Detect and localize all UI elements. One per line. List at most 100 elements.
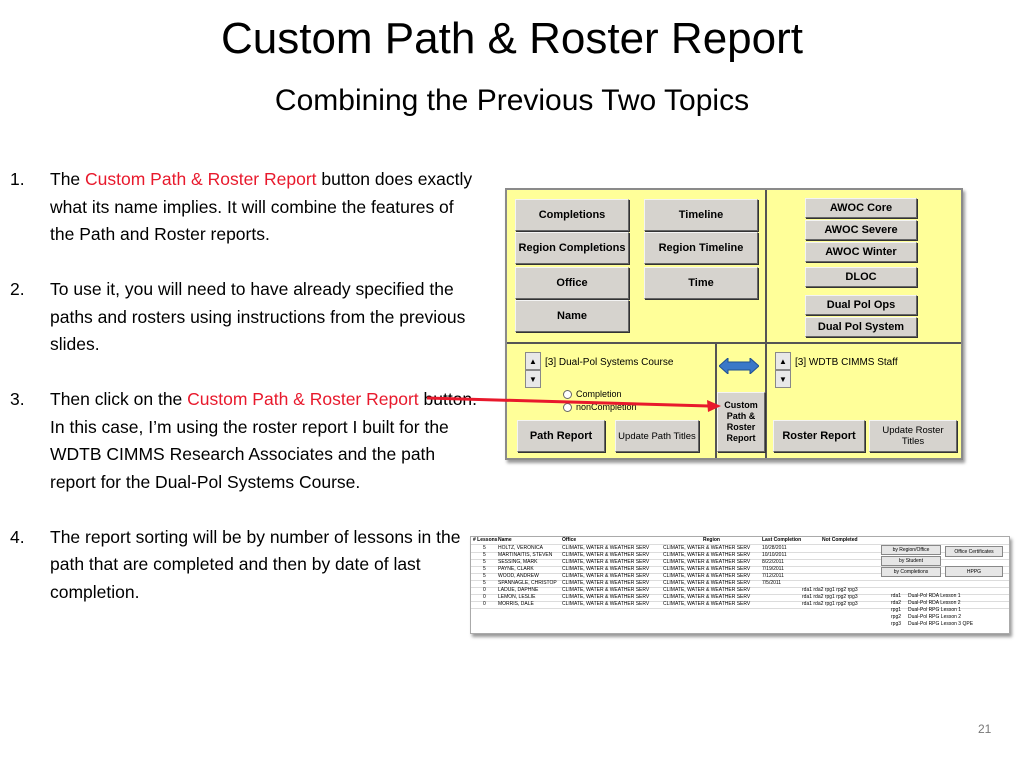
divider <box>765 342 767 458</box>
by-region-office-button[interactable]: by Region/Office <box>881 545 941 555</box>
instruction-list: 1. The Custom Path & Roster Report butto… <box>10 166 480 634</box>
table-cell: 10/10/2011 <box>762 552 787 558</box>
table-cell: 8/22/2011 <box>762 559 784 565</box>
table-cell: CLIMATE, WATER & WEATHER SERV <box>663 552 751 558</box>
table-cell: CLIMATE, WATER & WEATHER SERV <box>562 573 650 579</box>
table-cell: SPANNAGLE, CHRISTOP <box>498 580 557 586</box>
table-cell: CLIMATE, WATER & WEATHER SERV <box>663 566 751 572</box>
awoc-core-button[interactable]: AWOC Core <box>805 198 917 218</box>
column-header: Not Completed <box>822 537 858 543</box>
dloc-button[interactable]: DLOC <box>805 267 917 287</box>
spin-down-icon[interactable]: ▼ <box>525 370 541 388</box>
office-certificates-button[interactable]: Office Certificates <box>945 546 1003 557</box>
lesson-title: Dual-Pol RDA Lesson 1 <box>908 593 961 599</box>
table-cell: CLIMATE, WATER & WEATHER SERV <box>663 580 751 586</box>
custom-path-roster-report-button[interactable]: Custom Path & Roster Report <box>717 392 765 452</box>
list-item: 3. Then click on the Custom Path & Roste… <box>10 386 480 496</box>
radio-label: nonCompletion <box>576 402 637 412</box>
lesson-title: Dual-Pol RPG Lesson 3 QPE <box>908 621 974 627</box>
table-cell: HOLTZ, VERONICA <box>498 545 543 551</box>
table-cell: 7/12/2011 <box>762 573 784 579</box>
column-header: Office <box>562 537 577 543</box>
by-student-button[interactable]: by Student <box>881 556 941 566</box>
name-button[interactable]: Name <box>515 300 629 332</box>
lesson-title: Dual-Pol RDA Lesson 2 <box>908 600 961 606</box>
update-roster-titles-button[interactable]: Update Roster Titles <box>869 420 957 452</box>
office-button[interactable]: Office <box>515 267 629 299</box>
lesson-code: rda1 <box>891 593 902 599</box>
divider <box>765 190 767 342</box>
roster-select-label: [3] WDTB CIMMS Staff <box>795 357 898 368</box>
by-completions-button[interactable]: by Completions <box>881 567 941 577</box>
update-path-titles-button[interactable]: Update Path Titles <box>615 420 699 452</box>
table-cell: CLIMATE, WATER & WEATHER SERV <box>663 587 751 593</box>
completion-radio[interactable]: Completion <box>563 389 622 399</box>
completions-button[interactable]: Completions <box>515 199 629 231</box>
awoc-winter-button[interactable]: AWOC Winter <box>805 242 917 262</box>
table-cell: MARTINAITIS, STEVEN <box>498 552 553 558</box>
table-cell: CLIMATE, WATER & WEATHER SERV <box>562 594 650 600</box>
table-cell: 5 <box>483 559 486 565</box>
column-header: Name <box>498 537 512 543</box>
dual-pol-ops-button[interactable]: Dual Pol Ops <box>805 295 917 315</box>
divider <box>715 342 717 458</box>
table-cell: CLIMATE, WATER & WEATHER SERV <box>663 559 751 565</box>
highlight-text: Custom Path & Roster Report <box>187 389 419 409</box>
slide-subtitle: Combining the Previous Two Topics <box>274 84 750 117</box>
item-text: The report sorting will be by number of … <box>50 526 461 602</box>
roster-report-button[interactable]: Roster Report <box>773 420 865 452</box>
awoc-severe-button[interactable]: AWOC Severe <box>805 220 917 240</box>
table-cell: CLIMATE, WATER & WEATHER SERV <box>663 573 751 579</box>
item-number: 1. <box>10 169 25 189</box>
divider <box>507 342 961 344</box>
table-cell: CLIMATE, WATER & WEATHER SERV <box>562 601 650 607</box>
table-cell: 7/19/2011 <box>762 566 784 572</box>
lesson-title: Dual-Pol RPG Lesson 1 <box>908 607 962 613</box>
table-cell: CLIMATE, WATER & WEATHER SERV <box>562 552 650 558</box>
table-cell: rda1 rda2 rpg1 rpg2 rpg3 <box>802 601 858 607</box>
table-cell: 5 <box>483 552 486 558</box>
table-cell: 5 <box>483 566 486 572</box>
table-cell: rda1 rda2 rpg1 rpg2 rpg3 <box>802 594 858 600</box>
lesson-title: Dual-Pol RPG Lesson 2 <box>908 614 962 620</box>
table-row: 0 LEMON, LESLIE CLIMATE, WATER & WEATHER S… <box>471 594 1009 602</box>
highlight-text: Custom Path & Roster Report <box>85 169 317 189</box>
spin-down-icon[interactable]: ▼ <box>775 370 791 388</box>
lesson-code: rda2 <box>891 600 902 606</box>
table-cell: CLIMATE, WATER & WEATHER SERV <box>663 601 751 607</box>
list-item: 4. The report sorting will be by number … <box>10 524 480 607</box>
lesson-code: rpg2 <box>891 614 902 620</box>
report-panel-screenshot: Completions Region Completions Office Na… <box>505 188 963 460</box>
table-cell: 0 <box>483 601 486 607</box>
region-completions-button[interactable]: Region Completions <box>515 232 629 264</box>
path-report-button[interactable]: Path Report <box>517 420 605 452</box>
spin-up-icon[interactable]: ▲ <box>525 352 541 370</box>
time-button[interactable]: Time <box>644 267 758 299</box>
table-row: 5 SPANNAGLE, CHRISTOP CLIMATE, WATER & WEA… <box>471 580 1009 588</box>
column-header: Last Completion <box>762 537 802 543</box>
table-cell: WOOD, ANDREW <box>498 573 539 579</box>
lesson-code: rpg1 <box>891 607 902 613</box>
table-cell: MORRIS, DALE <box>498 601 534 607</box>
hppg-button[interactable]: HPPG <box>945 566 1003 577</box>
spin-up-icon[interactable]: ▲ <box>775 352 791 370</box>
radio-label: Completion <box>576 389 622 399</box>
table-cell: 0 <box>483 594 486 600</box>
timeline-button[interactable]: Timeline <box>644 199 758 231</box>
table-cell: LEMON, LESLIE <box>498 594 536 600</box>
region-timeline-button[interactable]: Region Timeline <box>644 232 758 264</box>
lesson-code: rpg3 <box>891 621 902 627</box>
table-cell: 10/28/2011 <box>762 545 787 551</box>
table-cell: 5 <box>483 580 486 586</box>
dual-pol-system-button[interactable]: Dual Pol System <box>805 317 917 337</box>
table-cell: LADUE, DAPHNE <box>498 587 539 593</box>
path-select-label: [3] Dual-Pol Systems Course <box>545 357 674 368</box>
table-cell: SESSING, MARK <box>498 559 538 565</box>
table-row: 5 MARTINAITIS, STEVEN CLIMATE, WATER & WEA… <box>471 552 1009 560</box>
table-cell: CLIMATE, WATER & WEATHER SERV <box>562 559 650 565</box>
report-spreadsheet-screenshot: # Lessons Name Office Region Last Comple… <box>470 536 1010 634</box>
column-header: # Lessons <box>473 537 498 543</box>
item-text: To use it, you will need to have already… <box>50 279 466 354</box>
table-cell: CLIMATE, WATER & WEATHER SERV <box>663 545 751 551</box>
